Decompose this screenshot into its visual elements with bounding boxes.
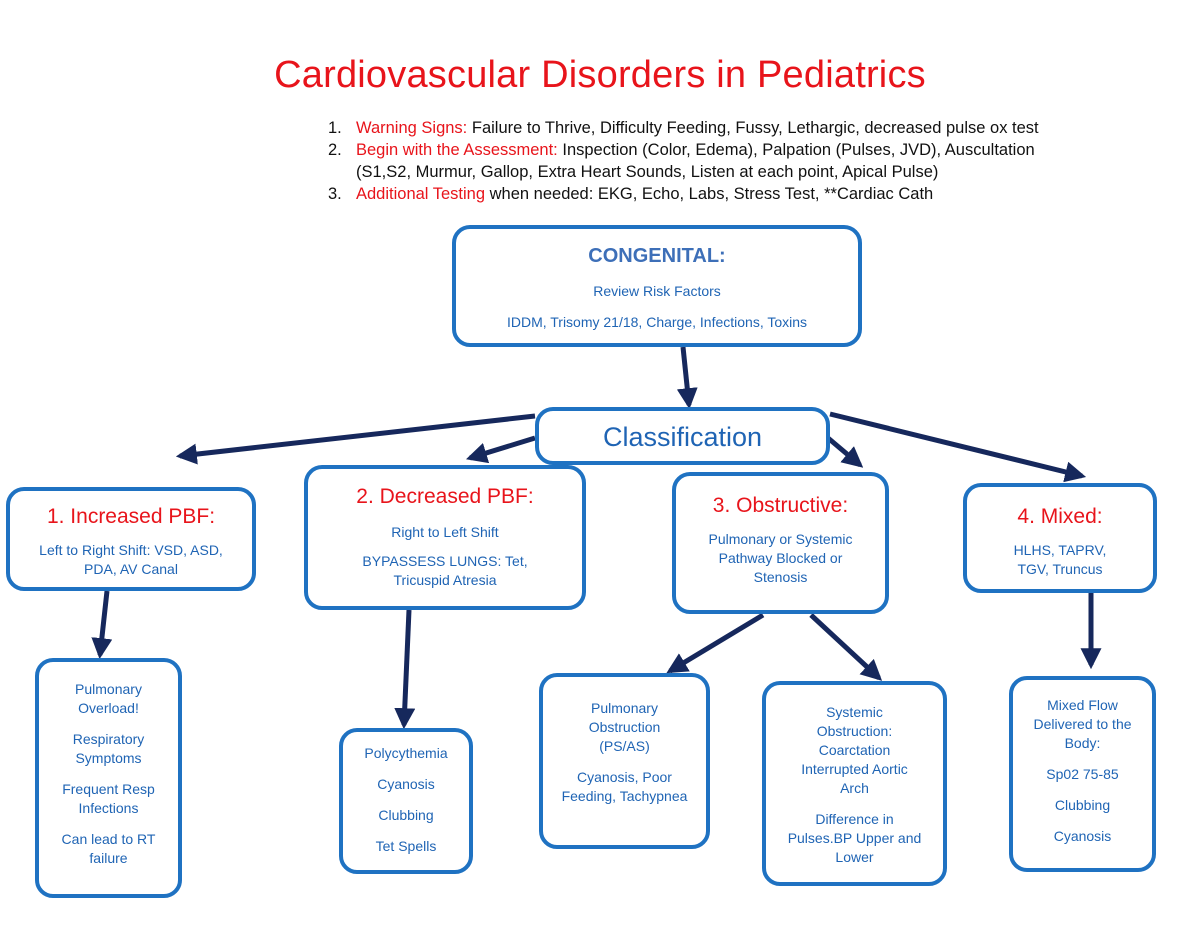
detail-increased-pbf: Pulmonary Overload! Respiratory Symptoms… [35, 658, 182, 898]
congenital-box: CONGENITAL: Review Risk Factors IDDM, Tr… [452, 225, 862, 347]
step-1: 1. Warning Signs: Failure to Thrive, Dif… [328, 117, 1168, 139]
step-text: Failure to Thrive, Difficulty Feeding, F… [467, 119, 1039, 137]
category-line: Tricuspid Atresia [393, 572, 497, 588]
arrow-congenital-to-classification [676, 346, 698, 410]
detail-item: Cyanosis [377, 776, 435, 792]
step-2-continued: (S1,S2, Murmur, Gallop, Extra Heart Soun… [356, 163, 939, 181]
step-2: 2. Begin with the Assessment: Inspection… [328, 139, 1168, 161]
detail-item: Mixed Flow Delivered to the Body: [1033, 697, 1132, 751]
category-line: Pulmonary or Systemic [708, 531, 853, 547]
category-increased-pbf: 1. Increased PBF: Left to Right Shift: V… [6, 487, 256, 591]
category-mixed: 4. Mixed: HLHS, TAPRV, TGV, Truncus [963, 483, 1157, 593]
category-decreased-pbf: 2. Decreased PBF: Right to Left Shift BY… [304, 465, 586, 610]
congenital-title: CONGENITAL: [588, 245, 726, 267]
step-number: 3. [328, 185, 342, 203]
step-3: 3. Additional Testing when needed: EKG, … [328, 183, 1168, 205]
category-title: 3. Obstructive: [712, 494, 849, 517]
step-text: Inspection (Color, Edema), Palpation (Pu… [557, 141, 1035, 159]
category-title: 1. Increased PBF: [46, 505, 216, 528]
steps-list: 1. Warning Signs: Failure to Thrive, Dif… [328, 117, 1168, 205]
step-number: 1. [328, 119, 342, 137]
category-line: Right to Left Shift [391, 524, 499, 540]
step-label: Warning Signs: [356, 119, 468, 137]
arrow-to-cat4 [829, 411, 1087, 483]
category-title: 2. Decreased PBF: [356, 485, 534, 508]
detail-systemic-obstruction: Systemic Obstruction: Coarctation Interr… [762, 681, 947, 886]
detail-item: Sp02 75-85 [1046, 766, 1119, 782]
detail-item: Difference in Pulses.BP Upper and Lower [787, 811, 922, 865]
detail-item: Frequent Resp Infections [62, 781, 155, 816]
detail-item: Can lead to RT failure [61, 831, 156, 866]
detail-item: Cyanosis [1053, 828, 1112, 844]
detail-pulmonary-obstruction: Pulmonary Obstruction (PS/AS) Cyanosis, … [539, 673, 710, 849]
detail-item: Tet Spells [375, 838, 437, 854]
arrow-cat2-to-det2 [394, 609, 416, 730]
classification-box: Classification [535, 407, 830, 465]
arrow-to-cat1 [175, 413, 536, 465]
detail-item: Cyanosis, Poor Feeding, Tachypnea [561, 769, 688, 804]
detail-item: Respiratory Symptoms [72, 731, 145, 766]
detail-item: Clubbing [378, 807, 434, 823]
category-line: TGV, Truncus [1017, 561, 1103, 577]
category-line: Left to Right Shift: VSD, ASD, [39, 542, 223, 558]
detail-item: Clubbing [1054, 797, 1111, 813]
detail-item: Pulmonary Overload! [75, 681, 142, 716]
category-line: Pathway Blocked or [718, 550, 843, 566]
detail-item: Polycythemia [364, 745, 448, 761]
congenital-line-2: IDDM, Trisomy 21/18, Charge, Infections,… [506, 314, 808, 330]
arrow-to-cat3 [826, 436, 864, 468]
page-title: Cardiovascular Disorders in Pediatrics [274, 54, 926, 96]
step-label: Begin with the Assessment: [356, 141, 558, 159]
category-line: Stenosis [753, 569, 808, 585]
category-obstructive: 3. Obstructive: Pulmonary or Systemic Pa… [672, 472, 889, 614]
category-title: 4. Mixed: [1017, 505, 1103, 528]
step-number: 2. [328, 141, 342, 159]
category-line: BYPASSESS LUNGS: Tet, [362, 553, 528, 569]
arrow-to-cat2 [465, 435, 536, 464]
detail-item: Pulmonary Obstruction (PS/AS) [588, 700, 661, 754]
congenital-line-1: Review Risk Factors [593, 283, 721, 299]
detail-decreased-pbf: Polycythemia Cyanosis Clubbing Tet Spell… [339, 728, 473, 874]
arrow-cat1-to-det1 [91, 590, 113, 660]
arrow-cat3-to-det4 [809, 613, 883, 681]
category-line: HLHS, TAPRV, [1013, 542, 1107, 558]
step-text: when needed: EKG, Echo, Labs, Stress Tes… [485, 185, 934, 203]
detail-item: Systemic Obstruction: Coarctation Interr… [801, 704, 908, 796]
arrow-cat3-to-det3 [666, 612, 765, 674]
category-line: PDA, AV Canal [84, 561, 178, 577]
step-label: Additional Testing [356, 185, 486, 203]
detail-mixed: Mixed Flow Delivered to the Body: Sp02 7… [1009, 676, 1156, 872]
classification-label: Classification [602, 422, 763, 452]
